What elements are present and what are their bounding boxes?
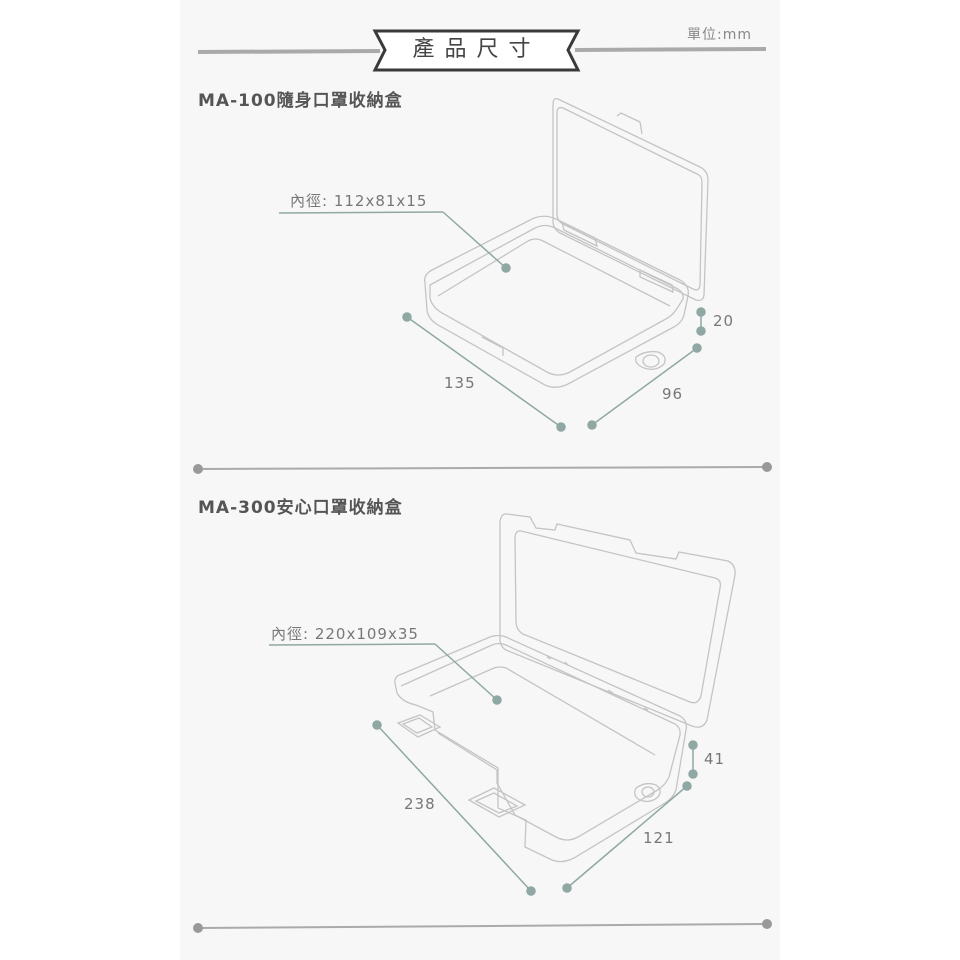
inner-dimension-label-ma300: 內徑: 220x109x35 <box>271 625 419 643</box>
unit-label: 單位:mm <box>687 27 752 43</box>
section-divider <box>193 462 772 474</box>
height-label-ma100: 20 <box>713 312 735 330</box>
width-label-ma100: 96 <box>662 385 684 403</box>
ma300-dimension-lines <box>268 643 698 896</box>
width-label-ma300: 121 <box>643 829 675 847</box>
height-label-ma300: 41 <box>704 750 726 768</box>
length-label-ma100: 135 <box>444 374 476 392</box>
product-title-ma300: MA-300安心口罩收納盒 <box>198 498 403 518</box>
product-title-ma100: MA-100隨身口罩收納盒 <box>198 91 403 111</box>
ma100-dimension-lines <box>278 211 706 432</box>
bottom-divider <box>193 919 772 933</box>
title-banner <box>372 29 581 72</box>
page-title: 產品尺寸 <box>412 37 541 62</box>
header-rule <box>197 47 767 54</box>
content-panel <box>180 0 780 960</box>
length-label-ma300: 238 <box>404 795 436 813</box>
ma300-box-drawing <box>394 513 736 863</box>
ma100-box-drawing <box>424 97 709 388</box>
inner-dimension-label-ma100: 內徑: 112x81x15 <box>290 192 428 210</box>
